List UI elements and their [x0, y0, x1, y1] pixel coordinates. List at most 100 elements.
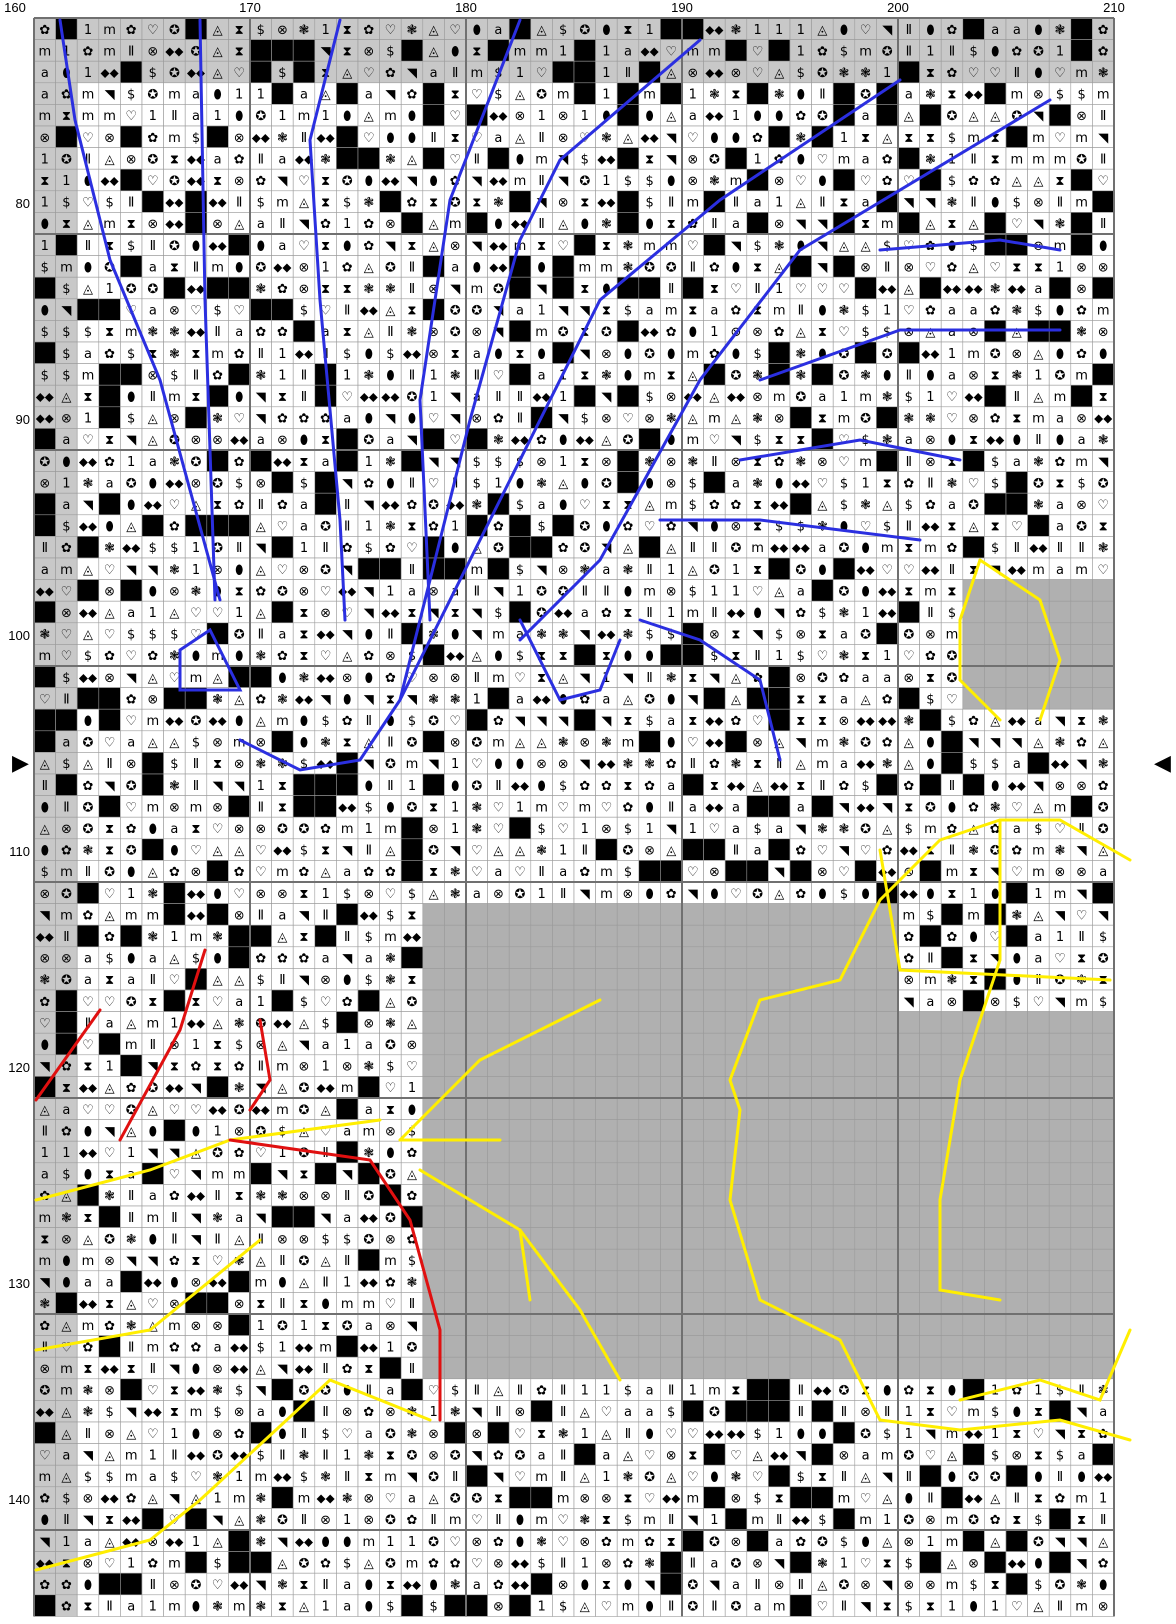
stitch-symbol: ◥ — [385, 412, 395, 427]
stitch-symbol: ♡ — [493, 822, 505, 837]
stitch-symbol: Ⅱ — [322, 541, 328, 556]
stitch-symbol: $ — [753, 347, 761, 362]
stitch-cell — [488, 904, 510, 926]
stitch-symbol: ✪ — [947, 109, 958, 124]
stitch-symbol: $ — [861, 779, 869, 794]
stitch-symbol: ◥ — [1033, 217, 1043, 232]
stitch-symbol: ⬮ — [84, 1124, 92, 1139]
stitch-symbol: ⊗ — [450, 736, 461, 751]
stitch-symbol: ⬥⬥ — [187, 887, 205, 902]
stitch-symbol: ✿ — [795, 887, 806, 902]
stitch-symbol: ✿ — [817, 44, 828, 59]
stitch-symbol: ⧗ — [580, 368, 589, 383]
stitch-symbol: Ⅱ — [430, 131, 436, 146]
stitch-symbol: ⬥⬥ — [489, 109, 507, 124]
stitch-symbol: ◥ — [148, 1254, 158, 1269]
stitch-symbol: Ⅱ — [538, 174, 544, 189]
stitch-symbol: ⊗ — [601, 412, 612, 427]
stitch-symbol: ◬ — [1033, 736, 1043, 751]
stitch-symbol: a — [62, 433, 70, 448]
stitch-symbol: ⬮ — [386, 476, 394, 491]
stitch-symbol: a — [494, 23, 502, 38]
stitch-cell — [790, 1055, 812, 1077]
stitch-symbol: ✪ — [61, 973, 72, 988]
stitch-symbol: ◬ — [83, 1232, 93, 1247]
stitch-symbol: ⬮ — [667, 692, 675, 707]
stitch-symbol: m — [125, 908, 138, 923]
stitch-symbol: a — [818, 541, 826, 556]
stitch-symbol: ⧗ — [602, 649, 611, 664]
stitch-symbol: ◬ — [148, 433, 158, 448]
stitch-cell — [423, 1206, 445, 1228]
stitch-symbol: ⬮ — [559, 498, 567, 513]
stitch-cell — [1006, 1055, 1028, 1077]
stitch-symbol: ✿ — [731, 714, 742, 729]
stitch-symbol: ◬ — [40, 822, 50, 837]
stitch-symbol: ⬥⬥ — [338, 584, 356, 599]
stitch-symbol: ♡ — [493, 800, 505, 815]
stitch-symbol: Ⅱ — [42, 779, 48, 794]
stitch-symbol: ◥ — [299, 217, 309, 232]
stitch-symbol: ✪ — [817, 66, 828, 81]
stitch-symbol: ⊗ — [709, 628, 720, 643]
stitch-symbol: ⬮ — [235, 260, 243, 275]
stitch-symbol: ⊗ — [925, 628, 936, 643]
stitch-cell — [898, 148, 920, 170]
stitch-cell — [617, 385, 639, 407]
stitch-symbol: ⬥⬥ — [79, 520, 97, 535]
stitch-cell — [747, 1228, 769, 1250]
stitch-cell — [984, 83, 1006, 105]
stitch-symbol: ✪ — [536, 88, 547, 103]
stitch-symbol: ⧗ — [213, 757, 222, 772]
stitch-symbol: ◬ — [969, 520, 979, 535]
stitch-symbol: $ — [645, 628, 653, 643]
stitch-cell — [617, 1228, 639, 1250]
stitch-symbol: a — [948, 304, 956, 319]
stitch-cell — [401, 450, 423, 472]
stitch-symbol: ✿ — [623, 800, 634, 815]
stitch-cell — [164, 277, 186, 299]
stitch-cell — [444, 1076, 466, 1098]
stitch-symbol: ⧗ — [904, 800, 913, 815]
stitch-symbol: ♡ — [514, 671, 526, 686]
stitch-symbol: ◥ — [493, 584, 503, 599]
stitch-symbol: a — [1034, 282, 1042, 297]
stitch-symbol: ✪ — [39, 455, 50, 470]
stitch-symbol: m — [470, 66, 483, 81]
stitch-symbol: ◥ — [148, 563, 158, 578]
stitch-symbol: a — [1013, 757, 1021, 772]
stitch-symbol: ❃ — [839, 822, 850, 837]
stitch-cell — [704, 1012, 726, 1034]
stitch-symbol: ◥ — [407, 433, 417, 448]
stitch-symbol: m — [859, 455, 872, 470]
stitch-cell — [272, 990, 294, 1012]
stitch-symbol: ✪ — [558, 325, 569, 340]
stitch-symbol: ◬ — [83, 217, 93, 232]
stitch-symbol: ◬ — [1033, 390, 1043, 405]
stitch-symbol: ⬥⬥ — [986, 433, 1004, 448]
stitch-symbol: ⊗ — [558, 563, 569, 578]
stitch-symbol: ❃ — [1098, 66, 1109, 81]
stitch-symbol: ◬ — [321, 1103, 331, 1118]
stitch-symbol: ♡ — [449, 152, 461, 167]
stitch-symbol: ♡ — [104, 995, 116, 1010]
stitch-symbol: ⬥⬥ — [705, 800, 723, 815]
stitch-symbol: m — [211, 260, 224, 275]
stitch-cell — [1049, 1033, 1071, 1055]
stitch-symbol: ✿ — [277, 282, 288, 297]
stitch-cell — [509, 968, 531, 990]
stitch-symbol: 1 — [602, 174, 610, 189]
stitch-symbol: ✪ — [104, 1232, 115, 1247]
stitch-symbol: m — [1075, 563, 1088, 578]
stitch-symbol: Ⅱ — [344, 520, 350, 535]
stitch-symbol: ♡ — [61, 649, 73, 664]
stitch-symbol: m — [924, 822, 937, 837]
stitch-symbol: ✿ — [255, 325, 266, 340]
stitch-symbol: Ⅱ — [690, 541, 696, 556]
stitch-symbol: ◬ — [623, 131, 633, 146]
stitch-cell — [77, 536, 99, 558]
stitch-symbol: ⬥⬥ — [1051, 757, 1069, 772]
stitch-symbol: 1 — [602, 88, 610, 103]
stitch-symbol: $ — [257, 196, 265, 211]
stitch-symbol: $ — [170, 757, 178, 772]
